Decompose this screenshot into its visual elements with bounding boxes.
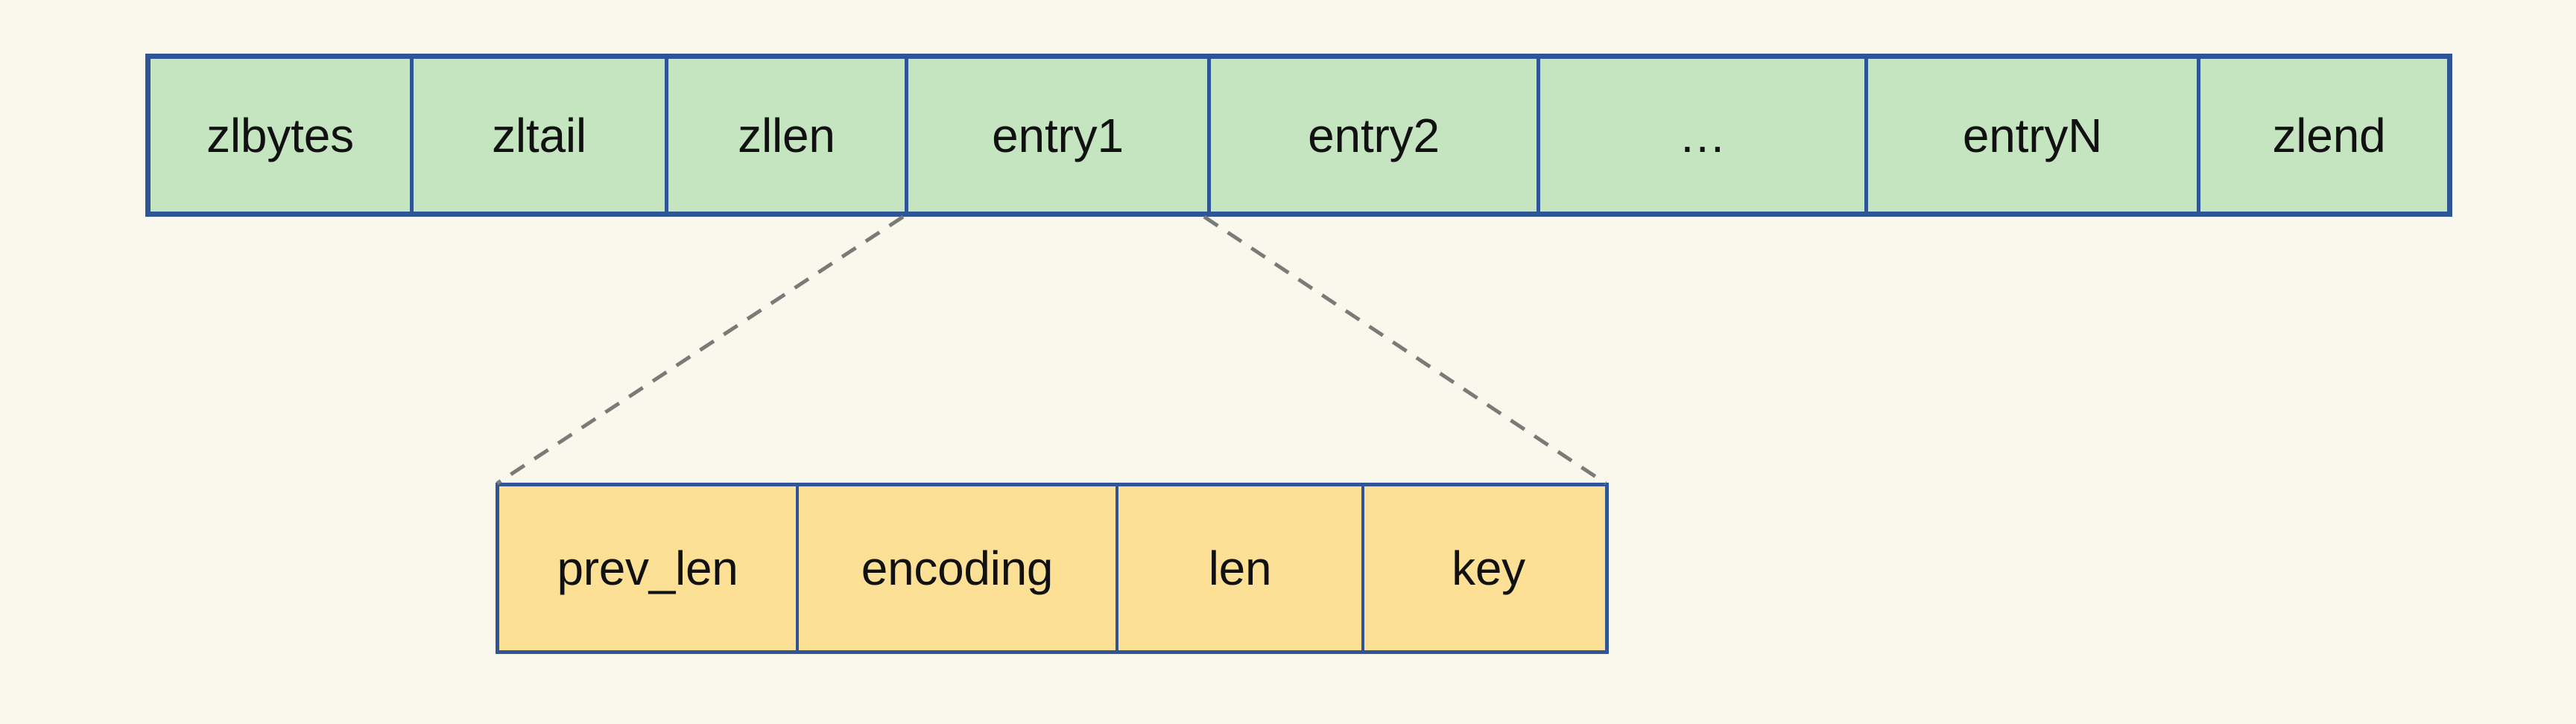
- ziplist-cell: entry2: [1211, 59, 1540, 212]
- entry-cell-label: prev_len: [557, 542, 738, 595]
- right-expansion-line: [1203, 215, 1607, 486]
- ziplist-cell: zlend: [2200, 59, 2458, 212]
- ziplist-cell: zlbytes: [151, 59, 414, 212]
- ziplist-cell-label: zllen: [738, 108, 835, 162]
- left-expansion-line: [496, 215, 905, 486]
- entry-cell-label: len: [1208, 542, 1272, 595]
- ziplist-cell: entry1: [908, 59, 1211, 212]
- entry-cell-label: encoding: [861, 542, 1054, 595]
- ziplist-cell-label: entry2: [1308, 108, 1440, 162]
- entry-cell: key: [1364, 486, 1613, 650]
- entry-cell-label: key: [1452, 542, 1525, 595]
- entry-cell: encoding: [799, 486, 1118, 650]
- ziplist-cell-label: zlend: [2272, 108, 2386, 162]
- entry-cell: len: [1118, 486, 1364, 650]
- ziplist-cell: zltail: [414, 59, 668, 212]
- ziplist-cell-label: zltail: [492, 108, 586, 162]
- entry-detail-row: prev_len encoding len key: [496, 483, 1609, 654]
- ziplist-cell: …: [1540, 59, 1868, 212]
- ziplist-cell: entryN: [1868, 59, 2200, 212]
- ziplist-cell-label: entry1: [992, 108, 1124, 162]
- ziplist-cell-label: …: [1678, 108, 1727, 162]
- entry-cell: prev_len: [499, 486, 799, 650]
- ziplist-cell-label: zlbytes: [206, 108, 354, 162]
- ziplist-row: zlbytes zltail zllen entry1 entry2 … entryN zle…: [145, 54, 2452, 217]
- ziplist-cell: zllen: [668, 59, 908, 212]
- ziplist-cell-label: entryN: [1962, 108, 2103, 162]
